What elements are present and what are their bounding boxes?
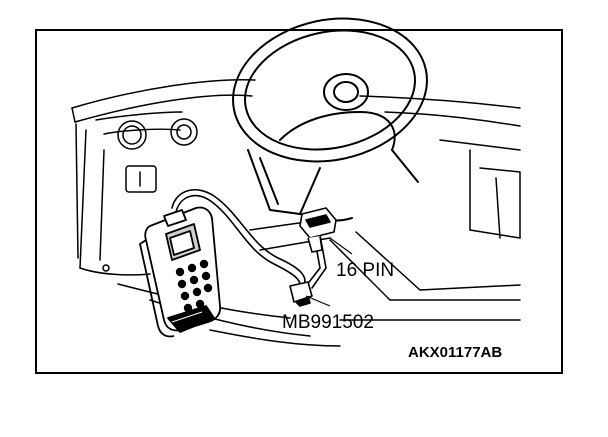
leader-adapter	[305, 295, 331, 307]
dashboard-lineart	[71, 79, 521, 347]
scan-tool-icon	[139, 206, 221, 338]
adapter-label: MB991502	[282, 312, 374, 333]
diagnostic-connector-icon	[299, 207, 337, 253]
figure-frame	[35, 29, 563, 374]
leader-16pin	[329, 237, 353, 255]
figure-code: AKX01177AB	[408, 344, 502, 361]
connector-label: 16 PIN	[336, 260, 394, 281]
leader-lines	[305, 237, 353, 307]
adapter-plug-icon	[289, 281, 313, 307]
steering-wheel-lineart	[232, 17, 428, 222]
